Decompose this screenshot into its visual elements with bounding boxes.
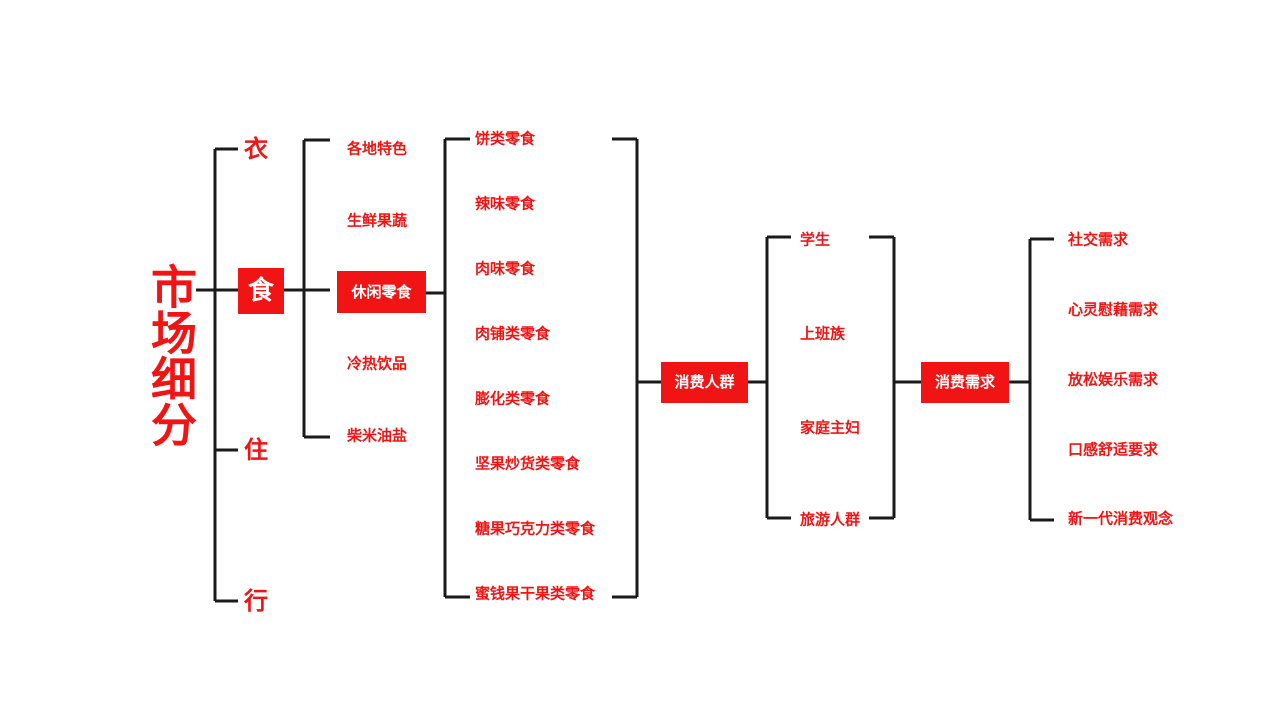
level4-item-office-workers[interactable]: 上班族 <box>800 324 846 343</box>
level5-item-new-generation-consumption-concept[interactable]: 新一代消费观念 <box>1068 509 1174 528</box>
level3-item-spicy-snacks[interactable]: 辣味零食 <box>475 194 536 213</box>
level3-item-biscuit-snacks[interactable]: 饼类零食 <box>475 129 536 148</box>
level2-item-staples[interactable]: 柴米油盐 <box>347 426 408 445</box>
level3-item-candy-chocolate-snacks[interactable]: 糖果巧克力类零食 <box>475 519 596 538</box>
level5-item-social-need[interactable]: 社交需求 <box>1068 230 1129 249</box>
consumer-demand-node[interactable]: 消费需求 <box>921 362 1009 403</box>
level2-item-snacks[interactable]: 休闲零食 <box>337 271 426 313</box>
level5-item-taste-comfort-need[interactable]: 口感舒适要求 <box>1068 440 1159 459</box>
level1-item-zhu[interactable]: 住 <box>244 436 268 464</box>
level3-item-meat-flavor-snacks[interactable]: 肉味零食 <box>475 259 536 278</box>
level3-item-jerky-snacks[interactable]: 肉铺类零食 <box>475 324 551 343</box>
level3-item-preserved-fruit-snacks[interactable]: 蜜钱果干果类零食 <box>475 584 596 603</box>
root-title: 市场细分 <box>144 263 198 447</box>
level3-item-puffed-snacks[interactable]: 膨化类零食 <box>475 389 551 408</box>
level2-item-beverages[interactable]: 冷热饮品 <box>347 354 408 373</box>
level4-item-housewives[interactable]: 家庭主妇 <box>800 418 861 437</box>
level4-item-students[interactable]: 学生 <box>800 230 831 249</box>
consumer-group-node[interactable]: 消费人群 <box>661 362 748 403</box>
level5-item-relaxation-entertainment-need[interactable]: 放松娱乐需求 <box>1068 370 1159 389</box>
level2-item-local-specialty[interactable]: 各地特色 <box>347 139 408 158</box>
level1-item-xing[interactable]: 行 <box>244 587 268 615</box>
level4-item-travelers[interactable]: 旅游人群 <box>800 510 861 529</box>
level5-item-emotional-comfort-need[interactable]: 心灵慰藉需求 <box>1068 300 1159 319</box>
level2-item-fresh-produce[interactable]: 生鲜果蔬 <box>347 211 408 230</box>
level3-item-nuts-snacks[interactable]: 坚果炒货类零食 <box>475 454 581 473</box>
level1-item-yi[interactable]: 衣 <box>244 135 268 163</box>
level1-item-shi[interactable]: 食 <box>238 268 284 314</box>
